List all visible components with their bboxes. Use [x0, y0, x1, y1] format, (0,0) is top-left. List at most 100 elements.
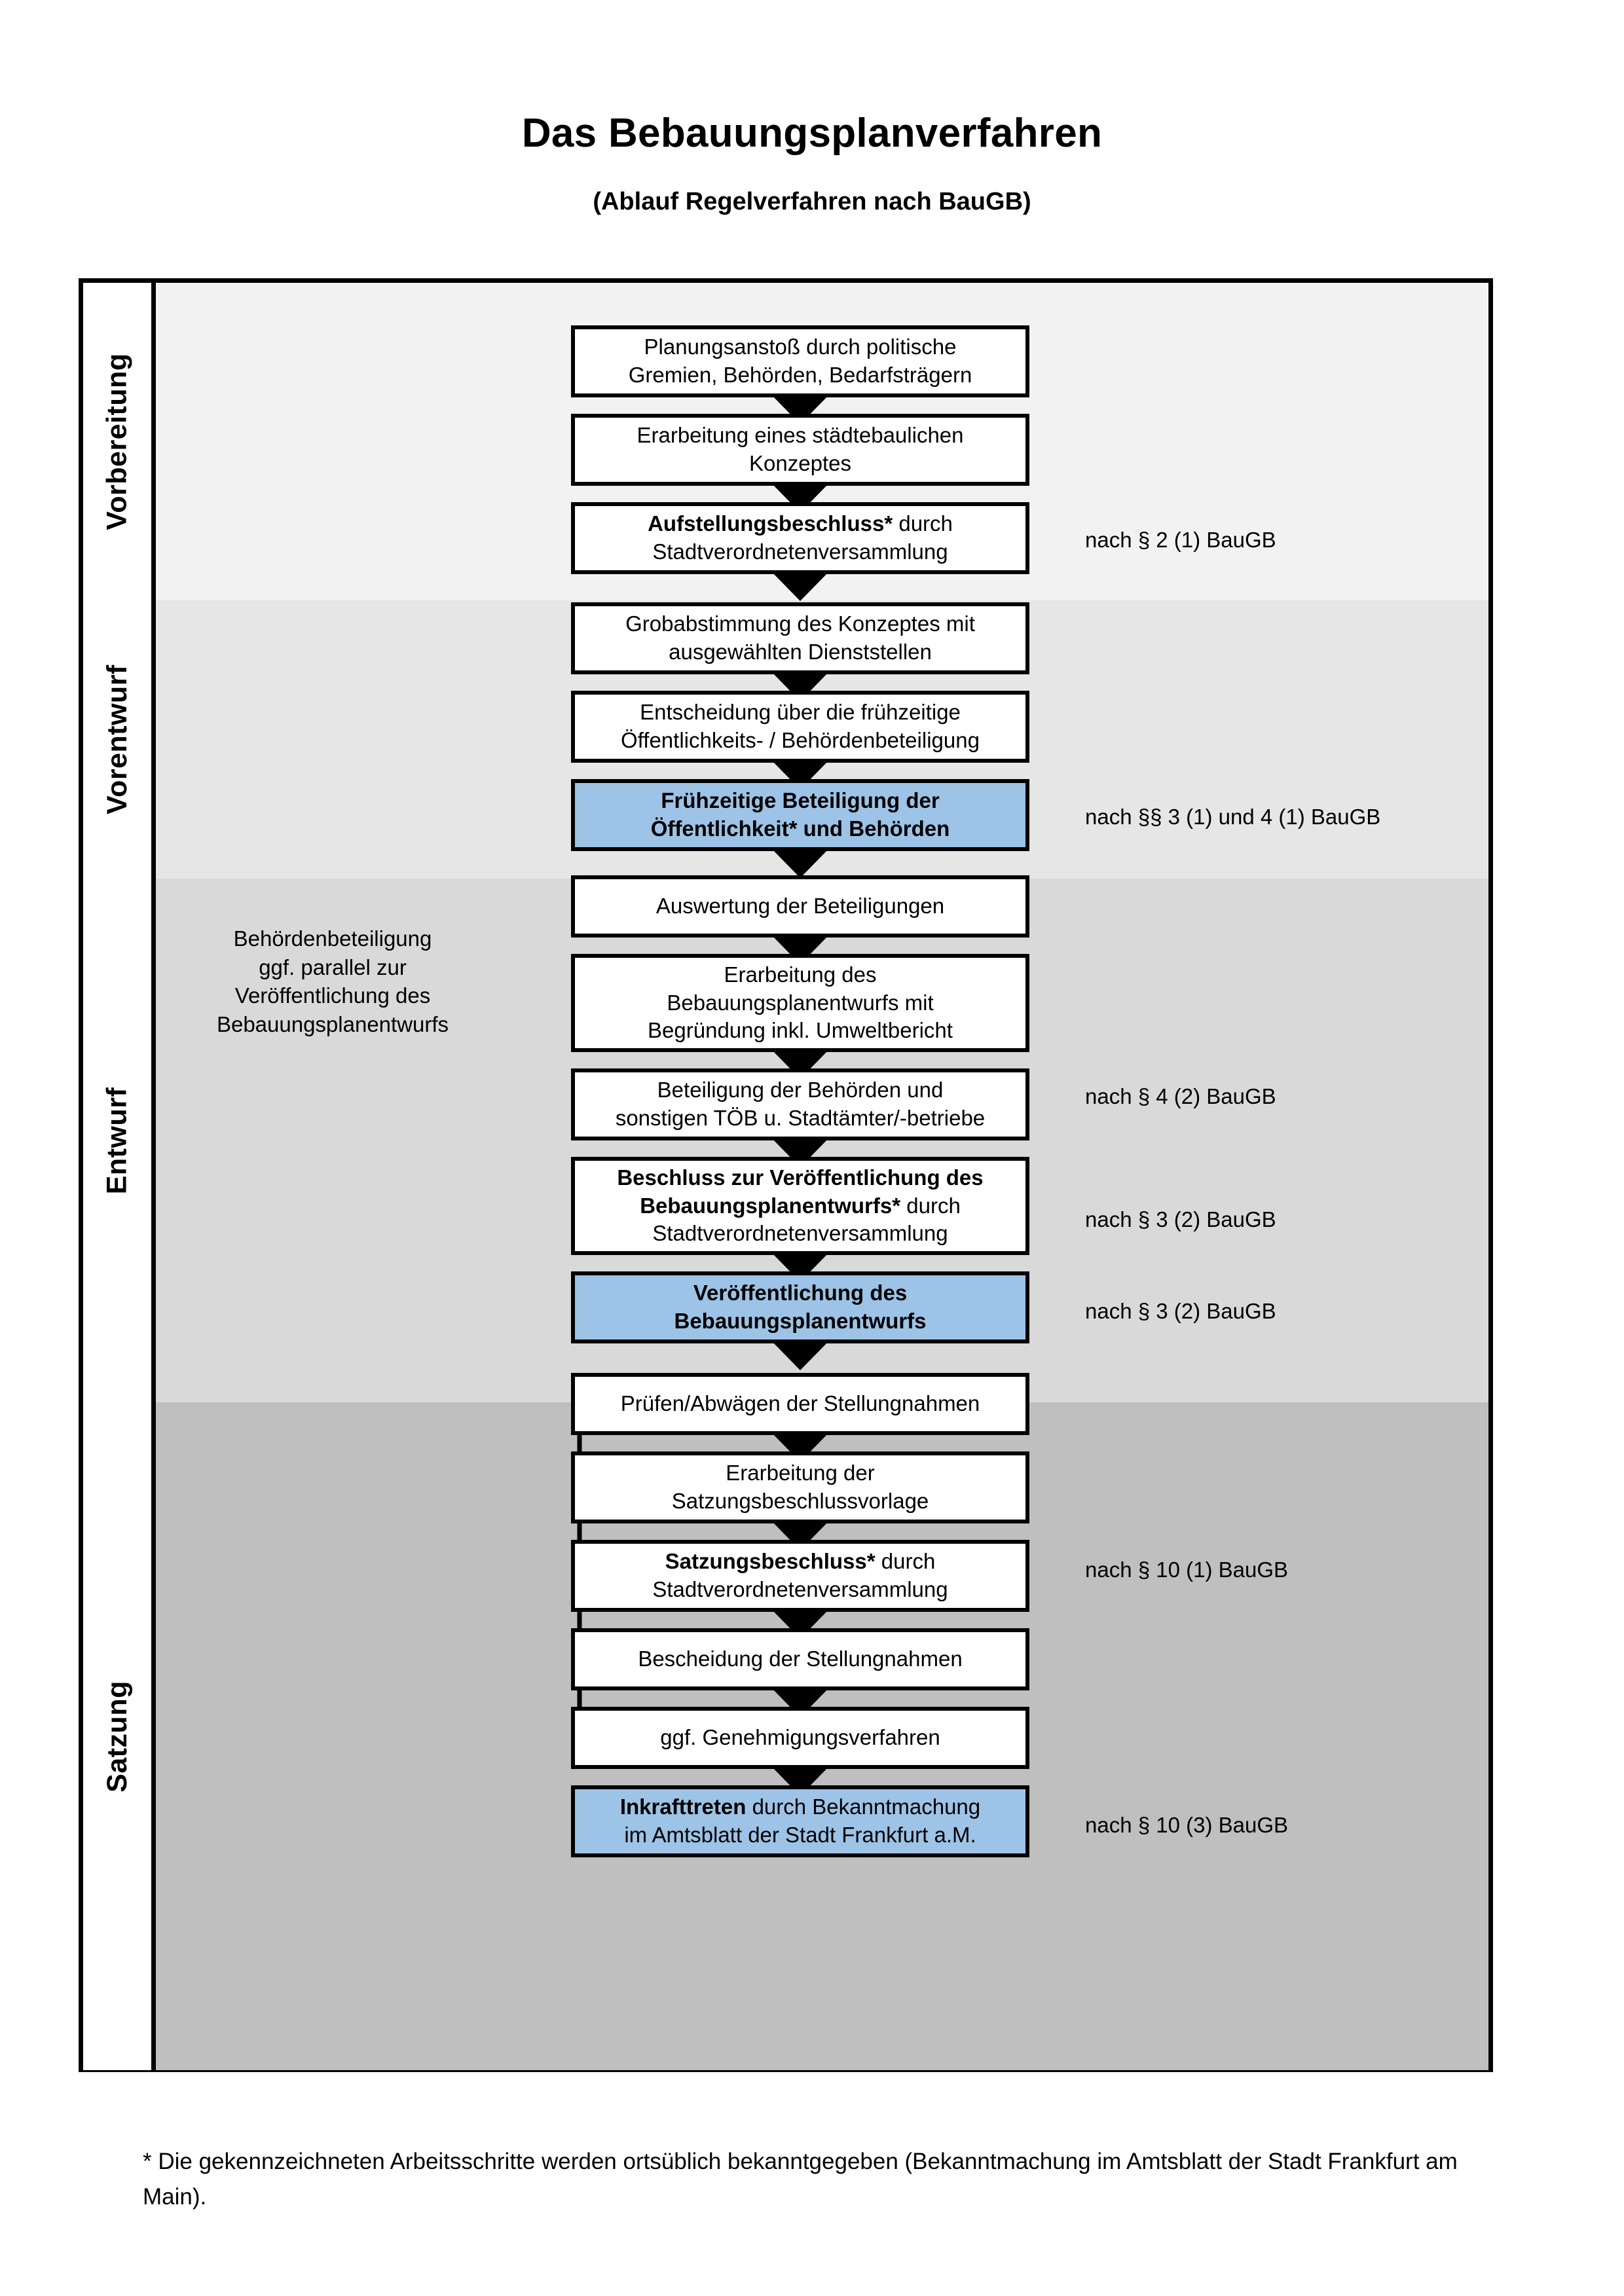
side-note-p10-3: nach § 10 (3) BauGB: [1085, 1813, 1289, 1837]
flow-box-line: Planungsanstoß durch politische: [644, 335, 957, 359]
flow-box-line: Bescheidung der Stellungnahmen: [638, 1647, 963, 1671]
flow-box-line: Satzungsbeschluss* durch: [665, 1549, 936, 1574]
flow-box-line: Begründung inkl. Umweltbericht: [648, 1018, 953, 1043]
title-block: Das Bebauungsplanverfahren (Ablauf Regel…: [0, 111, 1624, 216]
flow-box-line: Beteiligung der Behörden und: [657, 1078, 944, 1102]
flow-box-text: Grobabstimmung des Konzeptes mit ausgewä…: [584, 610, 1016, 666]
flow-box-bescheidung-stellungnahmen[interactable]: Bescheidung der Stellungnahmen: [571, 1628, 1029, 1690]
flow-box-line: Beschluss zur Veröffentlichung des: [584, 1164, 1016, 1192]
flow-box-line: Bebauungsplanentwurfs* durch: [640, 1193, 961, 1218]
flow-box-entscheidung-fruehzeitige-beteiligung[interactable]: Entscheidung über die frühzeitige Öffent…: [571, 691, 1029, 763]
side-note-p3-1-4-1: nach §§ 3 (1) und 4 (1) BauGB: [1085, 805, 1381, 829]
flow-box-line: ausgewählten Dienststellen: [669, 640, 932, 664]
flow-box-line: Entscheidung über die frühzeitige: [640, 700, 961, 725]
flow-box-bold: Aufstellungsbeschluss*: [648, 511, 893, 536]
flow-box-beteiligung-behoerden-toeb[interactable]: Beteiligung der Behörden und sonstigen T…: [571, 1068, 1029, 1140]
flow-box-line: Auswertung der Beteiligungen: [655, 894, 945, 919]
flow-box-staedtebauliches-konzept[interactable]: Erarbeitung eines städtebaulichen Konzep…: [571, 414, 1029, 486]
flow-box-text: Entscheidung über die frühzeitige Öffent…: [584, 699, 1016, 755]
flow-box-aufstellungsbeschluss[interactable]: Aufstellungsbeschluss* durch Stadtverord…: [571, 502, 1029, 574]
phase-label-text: Vorentwurf: [101, 665, 133, 814]
page-subtitle: (Ablauf Regelverfahren nach BauGB): [593, 188, 1031, 216]
flow-box-text: Auswertung der Beteiligungen: [584, 892, 1016, 920]
side-note-p10-1: nach § 10 (1) BauGB: [1085, 1558, 1289, 1582]
flow-box-line: Inkrafttreten durch Bekanntmachung: [619, 1795, 981, 1819]
flow-box-pruefen-abwaegen[interactable]: Prüfen/Abwägen der Stellungnahmen: [571, 1373, 1029, 1435]
flow-box-text: Erarbeitung des Bebauungsplanentwurfs mi…: [584, 961, 1016, 1046]
left-note-line: Bebauungsplanentwurfs: [216, 1011, 449, 1036]
side-note-p3-2-a: nach § 3 (2) BauGB: [1085, 1207, 1276, 1231]
flow-box-text: Beschluss zur Veröffentlichung des Bebau…: [584, 1164, 1016, 1248]
flow-box-planungsanstoss[interactable]: Planungsanstoß durch politische Gremien,…: [571, 325, 1029, 397]
flow-box-line: Stadtverordnetenversammlung: [652, 1221, 948, 1246]
flow-box-line: Erarbeitung der: [726, 1461, 875, 1485]
flow-box-grobabstimmung[interactable]: Grobabstimmung des Konzeptes mit ausgewä…: [571, 602, 1029, 674]
page-title: Das Bebauungsplanverfahren: [521, 111, 1103, 156]
side-note-p3-2-b: nach § 3 (2) BauGB: [1085, 1299, 1276, 1323]
flow-box-auswertung-beteiligungen[interactable]: Auswertung der Beteiligungen: [571, 875, 1029, 938]
flow-box-line: Veröffentlichung des: [693, 1281, 908, 1305]
left-note-line: Behördenbeteiligung: [233, 926, 432, 951]
flow-box-line: Stadtverordnetenversammlung: [652, 539, 948, 564]
flow-box-line: Gremien, Behörden, Bedarfsträgern: [628, 363, 972, 387]
arrow-down-icon: [771, 572, 829, 601]
flow-box-bold: Inkrafttreten: [619, 1795, 747, 1819]
phase-label-vorbereitung: Vorbereitung: [83, 283, 151, 600]
flow-box-line: Grobabstimmung des Konzeptes mit: [625, 611, 975, 636]
flow-box-satzungsbeschluss[interactable]: Satzungsbeschluss* durch Stadtverordnete…: [571, 1540, 1029, 1612]
flow-box-bold: Bebauungsplanentwurfs*: [640, 1193, 901, 1218]
left-note-line: ggf. parallel zur: [259, 955, 407, 979]
flow-box-line: Öffentlichkeit* und Behörden: [650, 816, 950, 841]
flowchart-frame: Vorbereitung Vorentwurf Entwurf Satzung …: [79, 278, 1493, 2072]
left-note-line: Veröffentlichung des: [234, 983, 431, 1008]
phase-label-vorentwurf: Vorentwurf: [83, 600, 151, 879]
flow-box-line: ggf. Genehmigungsverfahren: [660, 1725, 940, 1750]
arrow-down-icon: [771, 848, 829, 878]
flow-box-text: ggf. Genehmigungsverfahren: [584, 1724, 1016, 1752]
flow-box-text: Erarbeitung der Satzungsbeschlussvorlage: [584, 1459, 1016, 1516]
footnote: * Die gekennzeichneten Arbeitsschritte w…: [143, 2149, 1458, 2210]
phase-label-entwurf: Entwurf: [83, 879, 151, 1402]
label-column-divider: [151, 283, 156, 2068]
flow-box-line: Bebauungsplanentwurfs: [674, 1309, 927, 1333]
flow-box-text: Bescheidung der Stellungnahmen: [584, 1645, 1016, 1673]
flow-box-fruehzeitige-beteiligung[interactable]: Frühzeitige Beteiligung der Öffentlichke…: [571, 779, 1029, 851]
side-note-p2-1: nach § 2 (1) BauGB: [1085, 528, 1276, 552]
flow-box-line: Öffentlichkeits- / Behördenbeteiligung: [621, 728, 980, 752]
side-note-p4-2: nach § 4 (2) BauGB: [1085, 1084, 1276, 1108]
flow-box-line: Bebauungsplanentwurfs mit: [667, 990, 934, 1015]
arrow-down-icon: [771, 1341, 829, 1370]
flow-box-line: Stadtverordnetenversammlung: [652, 1577, 948, 1601]
flow-box-line: im Amtsblatt der Stadt Frankfurt a.M.: [624, 1823, 976, 1847]
flow-box-line: Konzeptes: [749, 451, 851, 475]
flow-box-erarbeitung-bebauungsplanentwurf[interactable]: Erarbeitung des Bebauungsplanentwurfs mi…: [571, 954, 1029, 1052]
flow-box-line: Erarbeitung des: [724, 962, 877, 987]
flow-box-text: Veröffentlichung des Bebauungsplanentwur…: [584, 1279, 1016, 1336]
flow-box-beschluss-veroeffentlichung[interactable]: Beschluss zur Veröffentlichung des Bebau…: [571, 1157, 1029, 1255]
flow-box-text: Prüfen/Abwägen der Stellungnahmen: [584, 1390, 1016, 1418]
flow-box-text: Planungsanstoß durch politische Gremien,…: [584, 333, 1016, 390]
flow-box-text: Erarbeitung eines städtebaulichen Konzep…: [584, 422, 1016, 478]
phase-label-text: Entwurf: [101, 1087, 133, 1194]
flow-box-satzungsbeschlussvorlage[interactable]: Erarbeitung der Satzungsbeschlussvorlage: [571, 1451, 1029, 1523]
flow-box-text: Beteiligung der Behörden und sonstigen T…: [584, 1076, 1016, 1133]
flow-box-text: Frühzeitige Beteiligung der Öffentlichke…: [584, 787, 1016, 843]
flow-box-text: Aufstellungsbeschluss* durch Stadtverord…: [584, 510, 1016, 566]
flow-box-text: Inkrafttreten durch Bekanntmachung im Am…: [584, 1793, 1016, 1850]
flow-box-line: Frühzeitige Beteiligung der: [661, 788, 940, 813]
flow-box-line: Aufstellungsbeschluss* durch: [648, 511, 953, 536]
flow-box-bold: Satzungsbeschluss*: [665, 1549, 876, 1574]
phase-label-text: Vorbereitung: [101, 353, 133, 530]
flow-box-line: Satzungsbeschlussvorlage: [671, 1489, 929, 1513]
behoerdenbeteiligung-note: Behördenbeteiligung ggf. parallel zur Ve…: [205, 924, 460, 1038]
flow-box-line: sonstigen TÖB u. Stadtämter/-betriebe: [615, 1106, 986, 1130]
flow-box-genehmigungsverfahren[interactable]: ggf. Genehmigungsverfahren: [571, 1707, 1029, 1769]
flow-box-line: Prüfen/Abwägen der Stellungnahmen: [620, 1391, 980, 1416]
flow-box-line: Erarbeitung eines städtebaulichen: [637, 423, 964, 448]
phase-label-text: Satzung: [101, 1680, 133, 1793]
flow-box-inkrafttreten[interactable]: Inkrafttreten durch Bekanntmachung im Am…: [571, 1785, 1029, 1857]
flow-box-veroeffentlichung-entwurf[interactable]: Veröffentlichung des Bebauungsplanentwur…: [571, 1271, 1029, 1343]
flow-box-text: Satzungsbeschluss* durch Stadtverordnete…: [584, 1548, 1016, 1604]
flow-box-bold: Beschluss zur Veröffentlichung des: [617, 1165, 984, 1190]
phase-label-satzung: Satzung: [83, 1402, 151, 2070]
